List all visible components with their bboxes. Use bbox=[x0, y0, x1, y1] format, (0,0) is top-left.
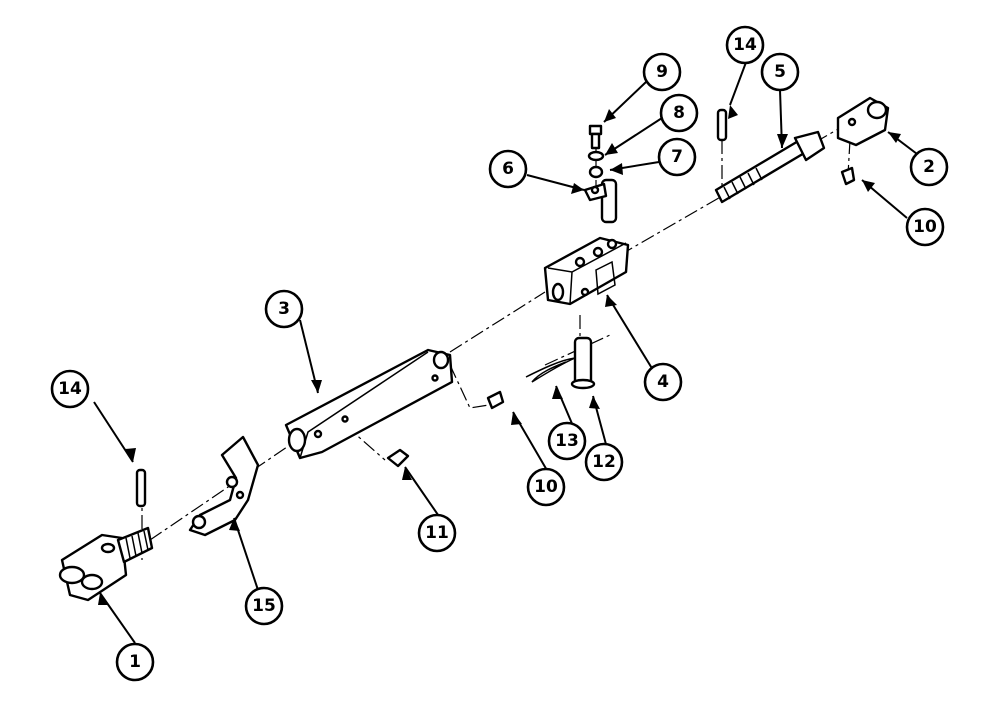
svg-text:9: 9 bbox=[656, 62, 668, 82]
part-adjuster-block bbox=[543, 236, 630, 306]
part-roll-pin-right bbox=[716, 108, 728, 142]
callout-3: 3 bbox=[264, 289, 304, 329]
part-roll-pin-left bbox=[135, 468, 147, 508]
callout-9: 9 bbox=[642, 52, 682, 92]
callout-8: 8 bbox=[659, 93, 699, 133]
svg-text:6: 6 bbox=[502, 159, 514, 179]
svg-text:12: 12 bbox=[592, 452, 616, 472]
svg-text:2: 2 bbox=[923, 157, 935, 177]
part-bolt-9 bbox=[588, 124, 603, 150]
callout-7: 7 bbox=[657, 137, 697, 177]
callout-14-left: 14 bbox=[50, 369, 90, 409]
part-clevis-right bbox=[836, 96, 890, 147]
part-nut bbox=[588, 165, 604, 179]
part-pin-12 bbox=[570, 336, 596, 390]
svg-text:14: 14 bbox=[58, 379, 82, 399]
part-main-tube bbox=[284, 348, 454, 460]
svg-text:3: 3 bbox=[278, 299, 290, 319]
part-bracket bbox=[188, 435, 260, 537]
part-clevis-end bbox=[58, 526, 154, 602]
svg-text:14: 14 bbox=[733, 35, 757, 55]
leader-arrowheads bbox=[98, 105, 901, 605]
callout-2: 2 bbox=[909, 147, 949, 187]
svg-text:13: 13 bbox=[555, 431, 579, 451]
callout-5: 5 bbox=[760, 52, 800, 92]
part-grease-fitting-mid bbox=[486, 390, 505, 410]
svg-text:8: 8 bbox=[673, 103, 685, 123]
part-adjusting-screw bbox=[714, 130, 826, 204]
svg-text:7: 7 bbox=[671, 147, 683, 167]
part-bolt-11 bbox=[386, 448, 410, 468]
svg-text:1: 1 bbox=[129, 652, 141, 672]
part-grease-fitting-right bbox=[840, 166, 856, 186]
part-washer bbox=[587, 150, 605, 162]
svg-text:5: 5 bbox=[774, 62, 786, 82]
svg-text:10: 10 bbox=[534, 477, 558, 497]
svg-text:11: 11 bbox=[425, 523, 449, 543]
callout-12: 12 bbox=[584, 442, 624, 482]
callout-1: 1 bbox=[115, 642, 155, 682]
svg-text:15: 15 bbox=[252, 596, 276, 616]
svg-text:4: 4 bbox=[657, 372, 669, 392]
callout-10-mid: 10 bbox=[526, 467, 566, 507]
callout-15: 15 bbox=[244, 586, 284, 626]
callout-6: 6 bbox=[488, 149, 528, 189]
part-lock-pin bbox=[583, 178, 618, 224]
callout-4: 4 bbox=[643, 362, 683, 402]
callout-13: 13 bbox=[547, 421, 587, 461]
svg-text:10: 10 bbox=[913, 217, 937, 237]
callout-11: 11 bbox=[417, 513, 457, 553]
callout-10-right: 10 bbox=[905, 207, 945, 247]
part-hairpin-clip bbox=[525, 357, 576, 383]
callout-14-right: 14 bbox=[725, 25, 765, 65]
